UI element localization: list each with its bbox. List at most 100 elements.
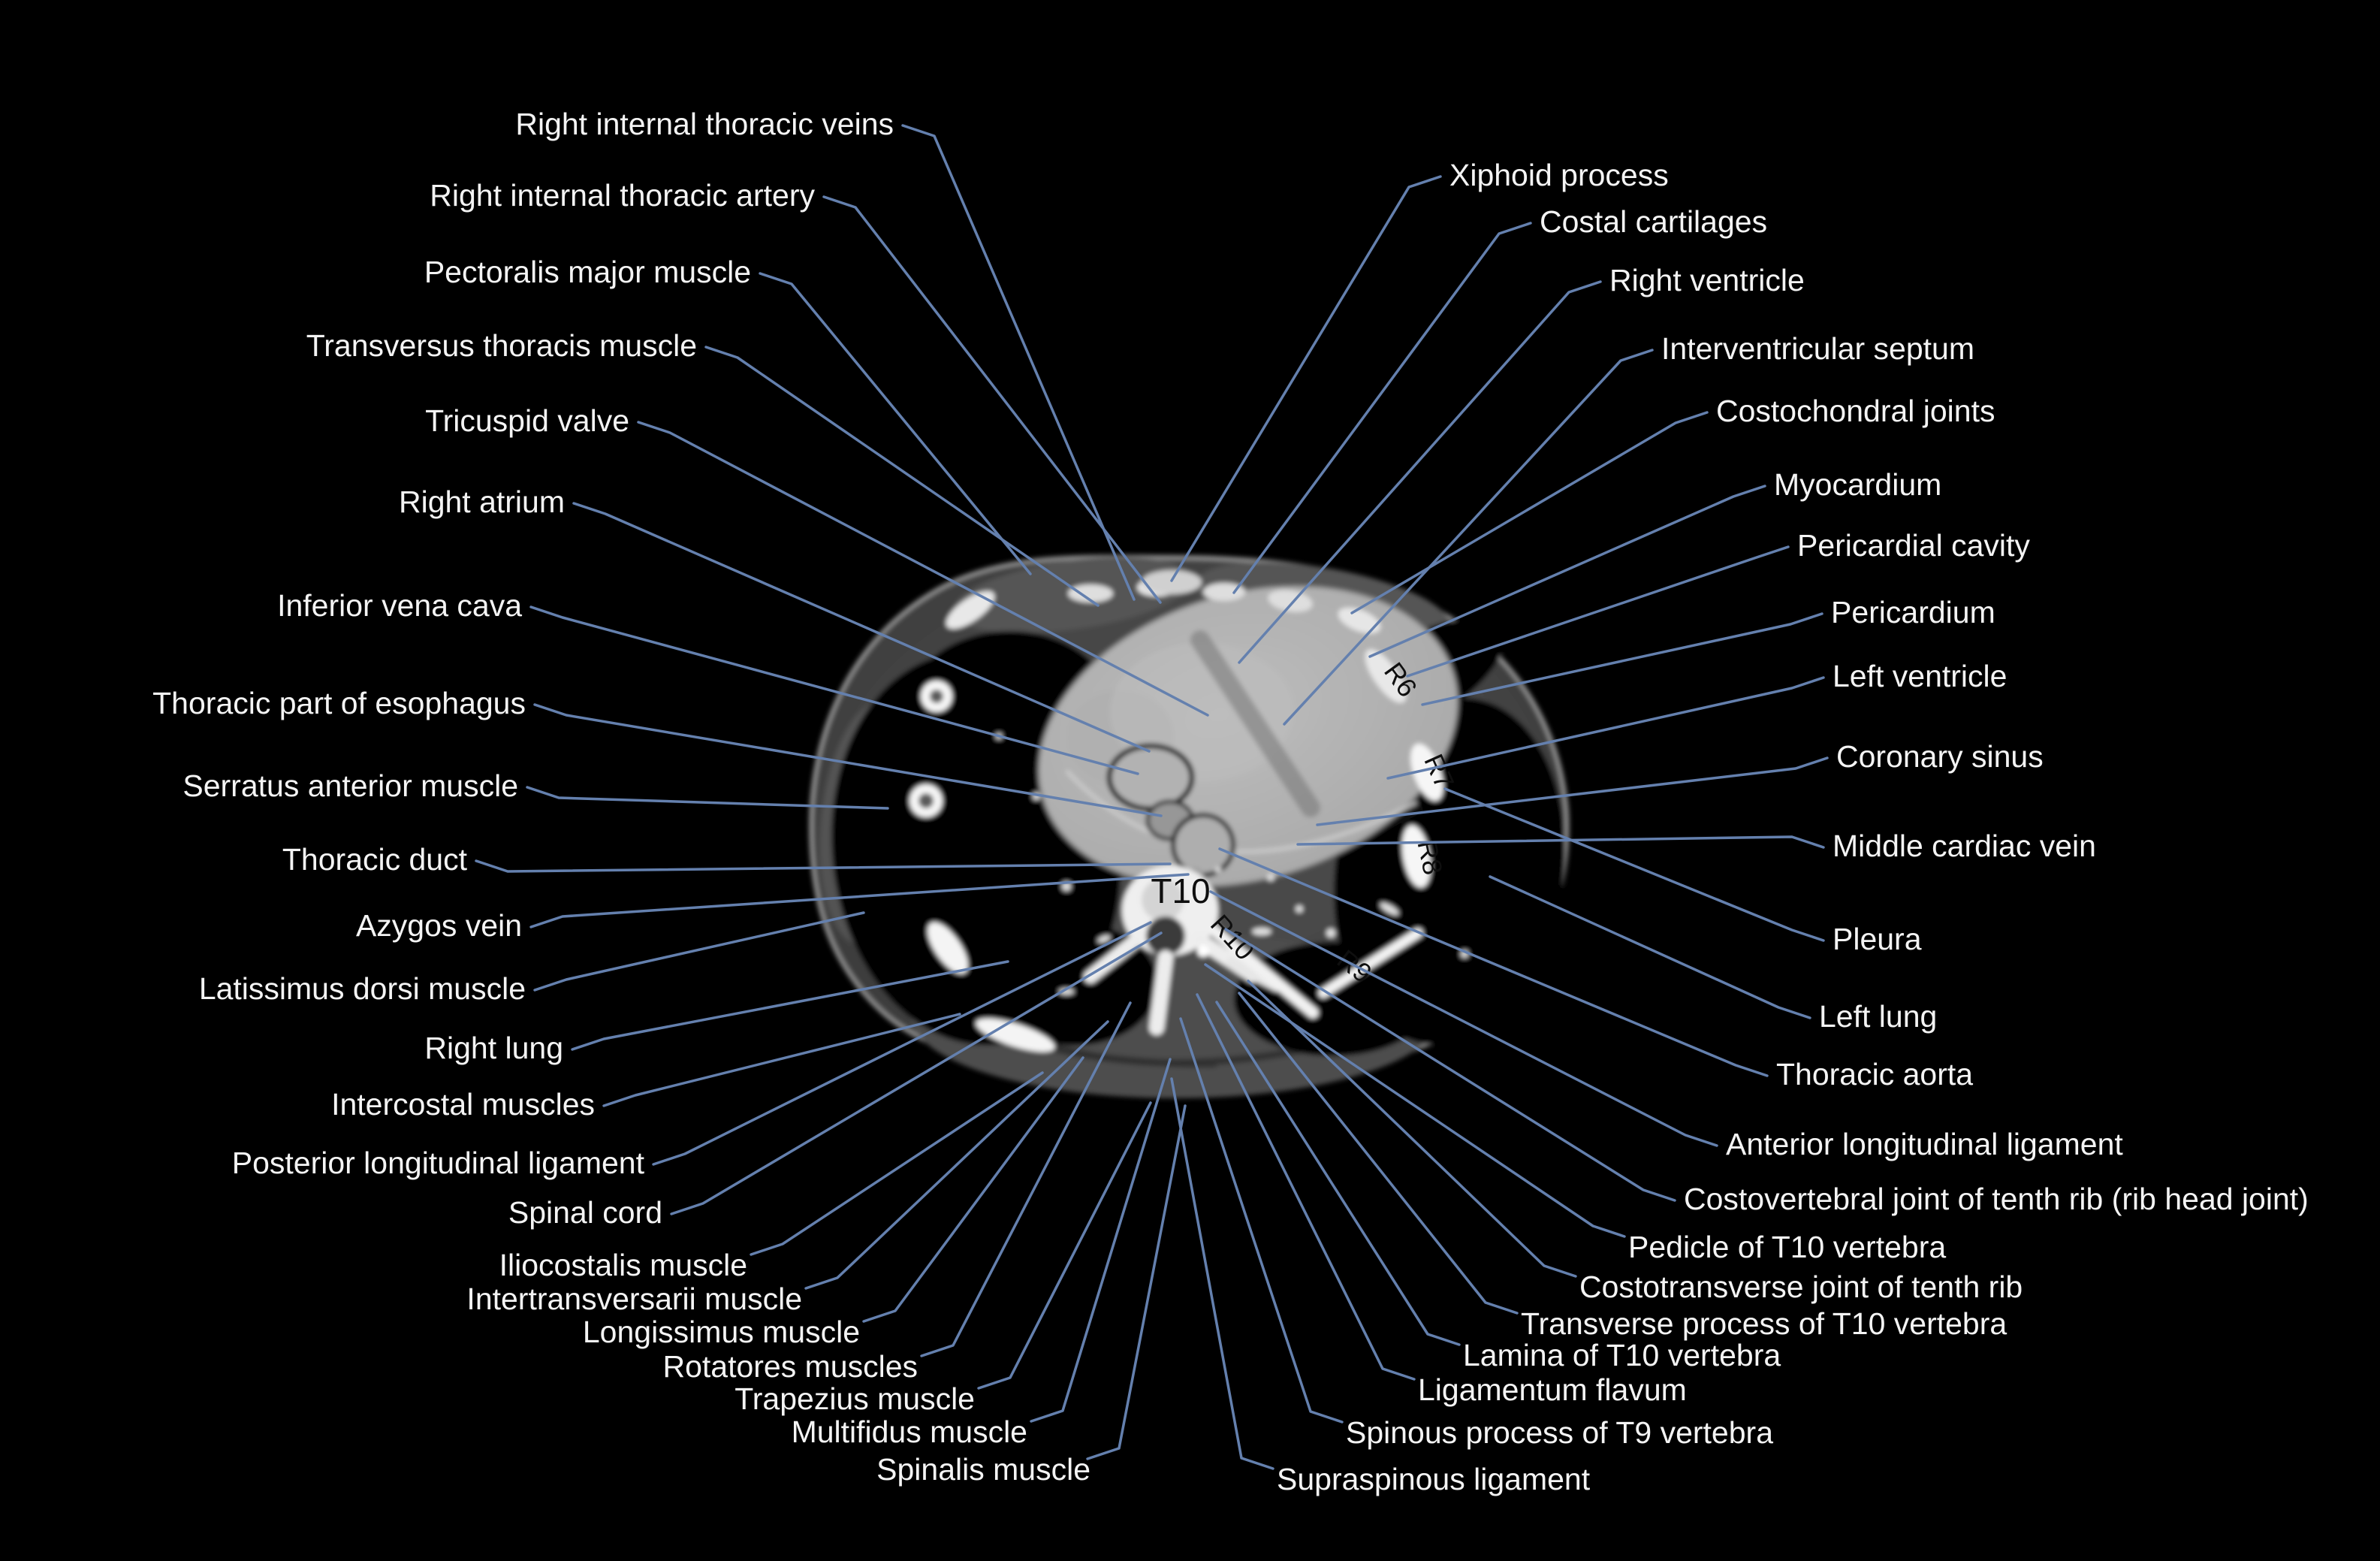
label-coronary-sinus: Coronary sinus: [1836, 739, 2044, 774]
rib-9-shape: [1318, 928, 1423, 998]
leader-line-middle-cardiac-vein: [1296, 835, 1825, 849]
label-thoracic-part-of-esophagus: Thoracic part of esophagus: [152, 686, 526, 720]
leader-line-spinalis-muscle: [1086, 1104, 1187, 1460]
label-spinous-process-of-t9-vertebra: Spinous process of T9 vertebra: [1346, 1415, 1773, 1450]
leader-line-costovertebral-joint-of-tenth-rib-rib-head-joint: [1224, 928, 1676, 1202]
label-iliocostalis-muscle: Iliocostalis muscle: [499, 1248, 747, 1282]
leader-line-pericardium: [1421, 612, 1823, 706]
label-left-lung: Left lung: [1819, 999, 1937, 1034]
label-transverse-process-of-t10-vertebra: Transverse process of T10 vertebra: [1521, 1306, 2007, 1341]
label-multifidus-muscle: Multifidus muscle: [792, 1415, 1027, 1449]
label-costochondral-joints: Costochondral joints: [1716, 394, 1995, 428]
label-pedicle-of-t10-vertebra: Pedicle of T10 vertebra: [1628, 1230, 1946, 1264]
label-intercostal-muscles: Intercostal muscles: [331, 1087, 595, 1122]
label-posterior-longitudinal-ligament: Posterior longitudinal ligament: [232, 1146, 645, 1180]
leader-line-lamina-of-t10-vertebra: [1215, 1001, 1461, 1346]
label-inferior-vena-cava: Inferior vena cava: [277, 588, 522, 623]
leader-line-intercostal-muscles: [602, 1013, 961, 1107]
leader-line-costal-cartilages: [1232, 222, 1532, 594]
leader-lines-layer: [475, 124, 1829, 1470]
leader-line-multifidus-muscle: [1030, 1058, 1172, 1423]
label-thoracic-duct: Thoracic duct: [282, 842, 468, 877]
label-spinal-cord: Spinal cord: [508, 1195, 662, 1230]
ct-marker-r8: R8: [1411, 838, 1449, 878]
leader-line-left-lung: [1489, 875, 1811, 1019]
vertebra: [1084, 865, 1423, 1035]
label-right-lung: Right lung: [424, 1031, 563, 1065]
leader-line-latissimus-dorsi-muscle: [533, 911, 865, 992]
label-anterior-longitudinal-ligament: Anterior longitudinal ligament: [1726, 1127, 2123, 1161]
label-right-atrium: Right atrium: [399, 485, 565, 519]
label-thoracic-aorta: Thoracic aorta: [1776, 1057, 1973, 1091]
leader-line-posterior-longitudinal-ligament: [652, 921, 1152, 1166]
label-myocardium: Myocardium: [1774, 467, 1941, 502]
label-lamina-of-t10-vertebra: Lamina of T10 vertebra: [1463, 1338, 1781, 1372]
label-costovertebral-joint-of-tenth-rib-rib-head-joint: Costovertebral joint of tenth rib (rib h…: [1684, 1182, 2309, 1216]
label-left-ventricle: Left ventricle: [1833, 659, 2007, 693]
label-right-internal-thoracic-artery: Right internal thoracic artery: [430, 178, 815, 213]
label-right-ventricle: Right ventricle: [1609, 263, 1805, 297]
leader-line-transverse-process-of-t10-vertebra: [1238, 992, 1519, 1315]
leader-line-interventricular-septum: [1283, 349, 1654, 726]
leader-line-xiphoid-process: [1170, 175, 1442, 582]
label-latissimus-dorsi-muscle: Latissimus dorsi muscle: [199, 971, 526, 1006]
aorta-shape: [1171, 813, 1235, 877]
leader-line-right-atrium: [572, 502, 1151, 753]
rib-10-shape: [1209, 925, 1319, 1019]
label-serratus-anterior-muscle: Serratus anterior muscle: [182, 768, 518, 803]
leader-line-costochondral-joints: [1350, 411, 1709, 614]
label-costal-cartilages: Costal cartilages: [1540, 204, 1767, 239]
leader-line-myocardium: [1368, 485, 1766, 658]
leader-line-ligamentum-flavum: [1196, 993, 1416, 1381]
label-supraspinous-ligament: Supraspinous ligament: [1277, 1462, 1591, 1496]
label-pleura: Pleura: [1833, 922, 1922, 956]
leader-line-right-ventricle: [1238, 280, 1602, 664]
leader-line-spinous-process-of-t9-vertebra: [1179, 1017, 1344, 1424]
leader-line-tricuspid-valve: [637, 421, 1209, 717]
leader-line-thoracic-aorta: [1218, 847, 1769, 1077]
leader-line-anterior-longitudinal-ligament: [1209, 890, 1718, 1147]
label-costotransverse-joint-of-tenth-rib: Costotransverse joint of tenth rib: [1579, 1270, 2023, 1304]
leader-line-pericardial-cavity: [1406, 545, 1790, 678]
leader-line-pedicle-of-t10-vertebra: [1204, 963, 1626, 1238]
leader-line-serratus-anterior-muscle: [526, 786, 889, 810]
rib-7-shape: [1410, 743, 1443, 802]
leader-line-costotransverse-joint-of-tenth-rib: [1247, 980, 1577, 1278]
leader-line-thoracic-part-of-esophagus: [533, 703, 1163, 817]
leader-line-intertransversarii-muscle: [804, 1020, 1109, 1290]
ct-image: [808, 554, 1570, 1098]
leader-line-trapezius-muscle: [977, 1101, 1152, 1390]
spinal-canal-shape: [1146, 916, 1185, 956]
label-transversus-thoracis-muscle: Transversus thoracis muscle: [306, 328, 697, 363]
leader-line-transversus-thoracis-muscle: [704, 346, 1100, 607]
label-intertransversarii-muscle: Intertransversarii muscle: [466, 1282, 802, 1316]
label-rotatores-muscles: Rotatores muscles: [662, 1349, 918, 1384]
label-xiphoid-process: Xiphoid process: [1449, 158, 1669, 192]
leader-line-right-internal-thoracic-artery: [822, 195, 1162, 604]
sternum-shape: [1142, 570, 1202, 594]
ribs: [909, 570, 1443, 1052]
label-middle-cardiac-vein: Middle cardiac vein: [1833, 829, 2096, 863]
leader-line-right-internal-thoracic-veins: [901, 124, 1136, 601]
leader-line-rotatores-muscles: [920, 1001, 1132, 1357]
label-longissimus-muscle: Longissimus muscle: [583, 1315, 860, 1349]
leader-line-inferior-vena-cava: [529, 605, 1139, 775]
label-spinalis-muscle: Spinalis muscle: [876, 1452, 1090, 1487]
leader-line-azygos-vein: [529, 873, 1190, 928]
leader-line-pectoralis-major-muscle: [759, 272, 1032, 575]
label-tricuspid-valve: Tricuspid valve: [425, 403, 629, 438]
label-pectoralis-major-muscle: Pectoralis major muscle: [424, 255, 751, 289]
label-right-internal-thoracic-veins: Right internal thoracic veins: [515, 107, 894, 141]
leader-line-thoracic-duct: [475, 859, 1172, 873]
leader-line-left-ventricle: [1386, 676, 1825, 780]
leader-line-iliocostalis-muscle: [750, 1071, 1044, 1256]
inferior-vena-cava-shape: [1106, 743, 1195, 812]
rib-6-shape: [1365, 649, 1407, 703]
ct-marker-t10: T10: [1151, 871, 1210, 910]
leader-line-right-lung: [571, 960, 1009, 1051]
leader-line-coronary-sinus: [1316, 756, 1829, 826]
leader-line-longissimus-muscle: [862, 1056, 1084, 1323]
